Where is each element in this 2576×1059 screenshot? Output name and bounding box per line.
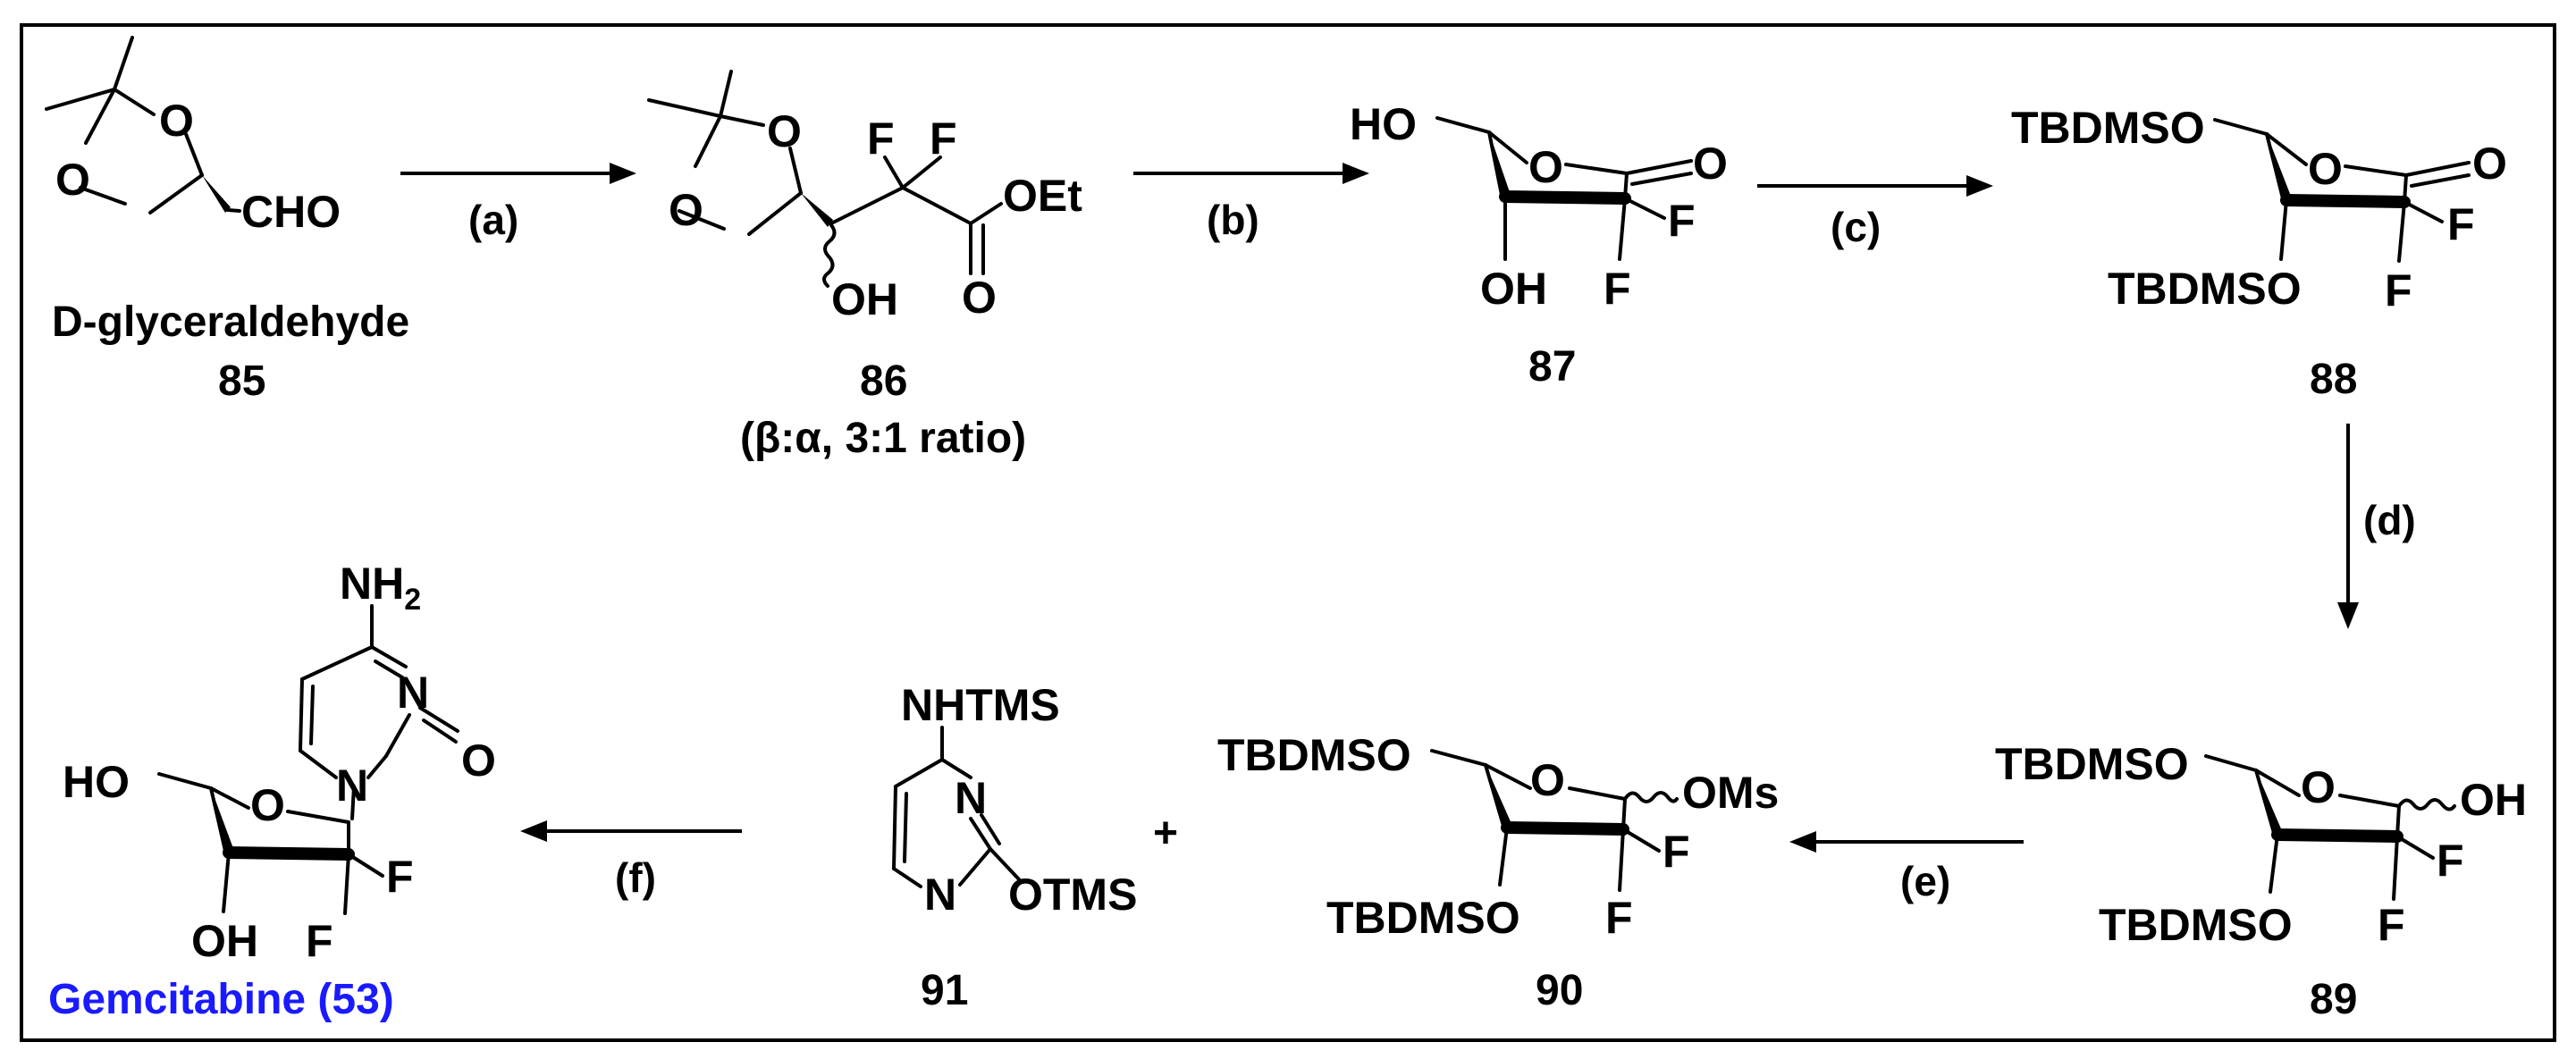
c90-tbdmso-bottom: TBDMSO [1326,893,1520,943]
c91-otms: OTMS [1008,870,1137,920]
arrow-e: (e) [1789,831,2024,904]
gem-oh: OH [191,916,258,966]
c85-o1: O [159,96,194,146]
c87-o-carbonyl: O [1693,139,1728,189]
c87-number: 87 [1528,343,1576,391]
gem-nh2: NH2 [340,559,421,617]
condition-a: (a) [468,197,518,243]
arrow-a: (a) [400,163,636,243]
c89-f2: F [2378,900,2405,950]
gemcitabine-label: Gemcitabine (53) [48,976,394,1023]
c86-o1: O [767,106,802,156]
c86-f2: F [930,113,957,164]
c89-o-ring: O [2301,762,2336,812]
arrow-b: (b) [1133,163,1369,243]
condition-e: (e) [1900,858,1950,904]
c89-tbdmso-top: TBDMSO [1995,739,2189,789]
gem-f2: F [306,916,333,966]
c87-oh: OH [1480,264,1547,314]
c90-oms: OMs [1682,768,1779,818]
c86-oh: OH [831,274,898,324]
c86-number: 86 [860,357,907,405]
arrow-f: (f) [520,820,742,901]
c90-tbdmso-top: TBDMSO [1217,730,1411,780]
c89-f1: F [2437,836,2464,886]
c88-o-carbonyl: O [2472,139,2507,189]
c91-n2: N [924,870,956,920]
c85-name: D-glyceraldehyde [52,298,409,346]
gem-o-carbonyl: O [461,735,496,786]
condition-f: (f) [615,854,656,901]
arrow-d: (d) [2337,424,2416,629]
c88-f1: F [2447,199,2475,249]
c86-o2: O [669,185,703,235]
c88-number: 88 [2310,356,2357,403]
c87-f2: F [1604,264,1631,314]
arrow-c: (c) [1757,175,1993,250]
compound-86: O O F F OEt OH O 86 (β:α, 3:1 ratio) [647,70,1082,462]
condition-c: (c) [1831,204,1881,250]
gem-ho: HO [63,757,130,807]
c86-oet: OEt [1003,171,1082,221]
scheme-frame [20,23,2556,1042]
c91-nhtms: NHTMS [901,680,1060,730]
gem-o-ring: O [250,780,285,830]
c87-o-ring: O [1528,142,1563,192]
c88-tbdmso-top: TBDMSO [2011,103,2205,153]
compound-91: NHTMS N N OTMS 91 [892,680,1137,1014]
c90-f2: F [1605,893,1633,943]
c86-note: (β:α, 3:1 ratio) [740,415,1026,462]
c90-o-ring: O [1530,755,1565,805]
compound-gemcitabine: NH2 N O N HO O F OH F Gemcitabine (53) [48,559,496,1023]
c89-oh: OH [2460,775,2527,825]
gem-n3: N [397,668,429,718]
c89-number: 89 [2310,976,2357,1023]
gem-n1: N [336,761,368,811]
condition-d: (d) [2363,497,2416,543]
c91-number: 91 [921,967,968,1014]
c85-number: 85 [218,357,265,405]
compound-88: TBDMSO O O F TBDMSO F 88 [2011,103,2507,403]
c90-f1: F [1663,827,1690,877]
c85-cho: CHO [241,187,341,237]
c89-tbdmso-bottom: TBDMSO [2099,900,2293,950]
c85-o2: O [55,155,90,205]
c87-f1: F [1668,196,1696,246]
compound-87: HO O O F OH F 87 [1350,99,1728,391]
c90-number: 90 [1536,967,1583,1014]
c87-ho: HO [1350,99,1417,149]
c86-f1: F [867,113,895,164]
compound-89: TBDMSO O OH F TBDMSO F 89 [1995,739,2527,1023]
compound-85: O O CHO D-glyceraldehyde 85 [45,36,409,405]
gem-nh2-subscript: 2 [404,583,421,617]
c88-o-ring: O [2308,144,2343,194]
c88-tbdmso-bottom: TBDMSO [2108,264,2302,314]
c88-f2: F [2385,265,2412,315]
condition-b: (b) [1207,197,1259,243]
compound-90: TBDMSO O OMs F TBDMSO F 90 [1217,730,1779,1014]
gem-f1: F [386,852,414,902]
c86-o-carbonyl: O [962,273,997,323]
plus-sign: + [1153,810,1178,857]
c91-n1: N [955,773,987,823]
